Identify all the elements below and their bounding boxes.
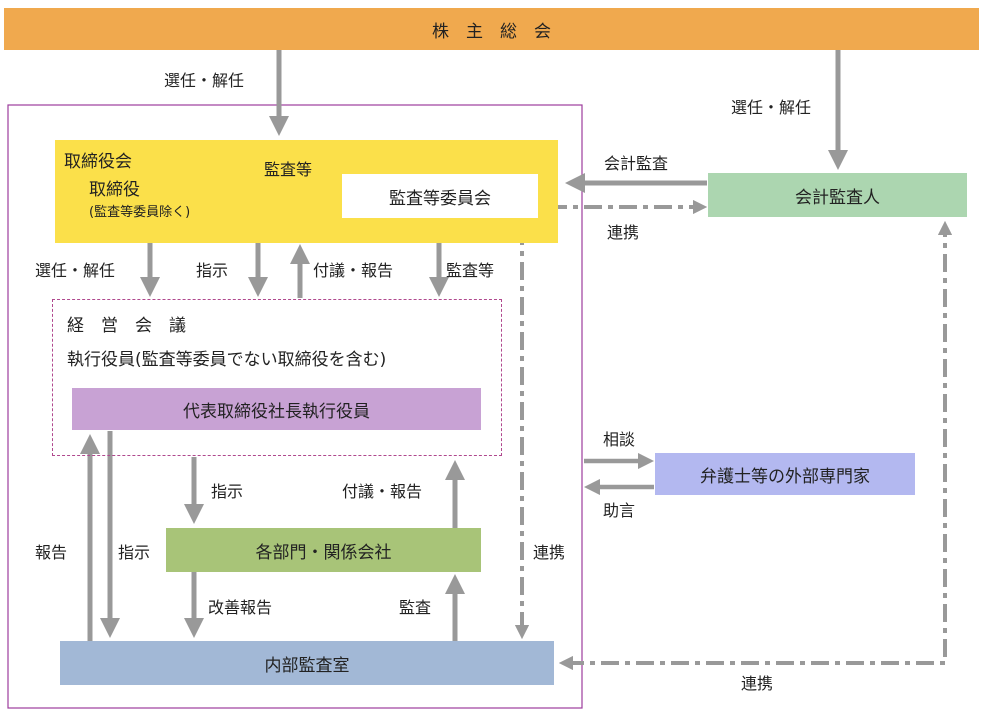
label-cooperation-mid: 連携: [533, 543, 566, 562]
label-cooperation-top: 連携: [607, 223, 640, 242]
external-experts-box: 弁護士等の外部専門家: [655, 453, 915, 495]
label-cooperation-bottom: 連携: [741, 674, 774, 693]
label-proposal-report-mgmt: 付議・報告: [313, 261, 394, 280]
label-report-left: 報告: [35, 543, 68, 562]
management-meeting-box: 経 営 会 議 執行役員(監査等委員でない取締役を含む): [52, 299, 502, 456]
audit-committee-label: 監査等委員会: [389, 188, 491, 209]
label-elect-dismiss-mgmt: 選任・解任: [35, 261, 116, 280]
label-elect-dismiss-right: 選任・解任: [731, 98, 812, 117]
label-advice: 助言: [603, 501, 636, 520]
coop-internal-auditor: [558, 220, 953, 671]
label-improvement-report: 改善報告: [208, 598, 273, 617]
management-meeting-subtitle: 執行役員(監査等委員でない取締役を含む): [67, 350, 387, 370]
label-accounting-audit: 会計監査: [604, 154, 669, 173]
management-meeting-title: 経 営 会 議: [67, 316, 186, 336]
internal-audit-label: 内部監査室: [264, 655, 350, 676]
board-subtitle: 取締役: [89, 180, 140, 200]
label-consult: 相談: [603, 430, 636, 449]
departments-label: 各部門・関係会社: [255, 542, 392, 563]
shareholders-meeting-box: 株 主 総 会: [4, 8, 979, 50]
label-instruct-dept: 指示: [211, 482, 244, 501]
internal-audit-box: 内部監査室: [60, 641, 554, 685]
departments-box: 各部門・関係会社: [166, 528, 481, 572]
label-audit-etc-board: 監査等: [264, 160, 313, 179]
board-note: (監査等委員除く): [89, 205, 191, 220]
board-title: 取締役会: [64, 152, 132, 172]
accounting-auditor-box: 会計監査人: [708, 173, 967, 217]
president-label: 代表取締役社長執行役員: [183, 401, 370, 422]
audit-committee-box: 監査等委員会: [342, 174, 538, 218]
label-proposal-report-dept: 付議・報告: [342, 482, 423, 501]
label-audit-dept: 監査: [399, 598, 432, 617]
label-instruct-left: 指示: [118, 543, 151, 562]
label-elect-dismiss-top: 選任・解任: [164, 71, 245, 90]
label-audit-etc-mgmt: 監査等: [446, 261, 495, 280]
president-box: 代表取締役社長執行役員: [72, 388, 481, 430]
accounting-auditor-label: 会計監査人: [795, 187, 880, 208]
external-experts-label: 弁護士等の外部専門家: [700, 466, 870, 487]
label-instruct-mgmt: 指示: [196, 261, 229, 280]
shareholders-meeting-label: 株 主 総 会: [432, 21, 551, 42]
